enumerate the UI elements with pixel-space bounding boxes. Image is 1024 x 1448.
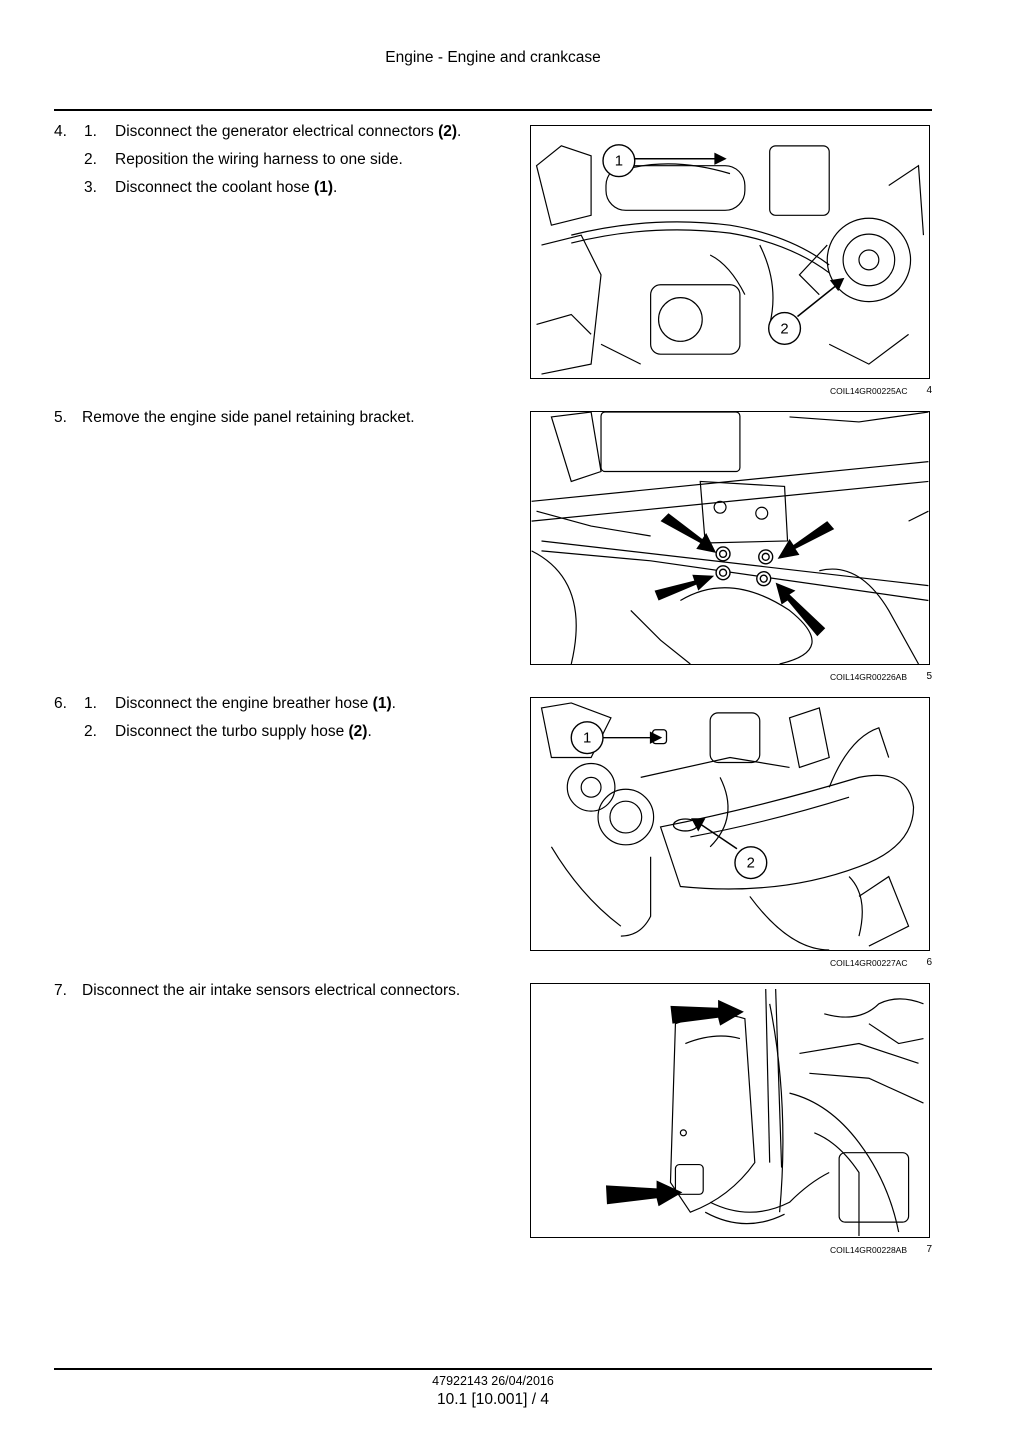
- figure-code: COIL14GR00228AB: [830, 1245, 908, 1255]
- callout-circle: [570, 721, 604, 755]
- substep-number: 2.: [84, 151, 97, 168]
- callout-circle: [767, 311, 802, 345]
- callout-label: 2: [747, 856, 755, 872]
- callout-label: 1: [583, 731, 591, 747]
- figure-number: 4: [926, 385, 932, 396]
- callout-ref: (2): [348, 723, 368, 740]
- substep-number: 3.: [84, 179, 97, 196]
- turbo-illustration: 1 2: [540, 702, 915, 950]
- callout-ref: (2): [438, 123, 458, 140]
- step-text: Disconnect the air intake sensors electr…: [82, 982, 461, 999]
- callout-ref: (1): [314, 179, 333, 196]
- callout-ref: (1): [372, 695, 392, 712]
- step-number: 7.: [54, 982, 67, 999]
- figure-7-air-intake: [530, 983, 930, 1238]
- step-number: 5.: [54, 409, 67, 426]
- figure-number: 5: [926, 671, 932, 682]
- header-divider: [54, 109, 932, 111]
- figure-code: COIL14GR00226AB: [830, 672, 908, 682]
- substep-text: Disconnect the turbo supply hose (2).: [115, 723, 372, 740]
- callout-label: 1: [615, 154, 623, 170]
- figure-5-bracket: [530, 411, 930, 665]
- substep-text: Disconnect the engine breather hose (1).: [115, 695, 396, 712]
- footer-page-reference: 10.1 [10.001] / 4: [436, 1391, 550, 1408]
- substep-text: Disconnect the coolant hose (1).: [115, 179, 338, 196]
- figure-code: COIL14GR00227AC: [830, 958, 908, 968]
- substep-text: Reposition the wiring harness to one sid…: [115, 151, 403, 168]
- figure-4-generator: 1 2: [530, 125, 930, 379]
- callout-circle: [734, 846, 768, 880]
- bracket-illustration: [531, 412, 929, 664]
- substep-number: 1.: [84, 695, 97, 712]
- footer-divider: [54, 1368, 932, 1370]
- substep-number: 1.: [84, 123, 97, 140]
- figure-6-turbo: 1 2: [530, 697, 930, 951]
- pointer-arrows: [605, 999, 744, 1207]
- step-number: 6.: [54, 695, 67, 712]
- callout-circle: [602, 144, 636, 178]
- air-intake-illustration: [605, 988, 924, 1237]
- pointer-arrows: [654, 513, 835, 637]
- step-7: 7. Disconnect the air intake sensors ele…: [54, 977, 514, 1005]
- callout-label: 2: [780, 321, 788, 337]
- step-text: Remove the engine side panel retaining b…: [82, 409, 415, 426]
- step-5: 5. Remove the engine side panel retainin…: [54, 404, 514, 432]
- figure-number: 6: [926, 957, 932, 968]
- footer-document-reference: 47922143 26/04/2016: [432, 1374, 554, 1388]
- page-header-title: Engine - Engine and crankcase: [385, 49, 601, 66]
- step-number: 4.: [54, 123, 67, 140]
- substep-number: 2.: [84, 723, 97, 740]
- step-6: 6. 1. Disconnect the engine breather hos…: [54, 690, 514, 746]
- figure-code: COIL14GR00225AC: [830, 386, 908, 396]
- figure-number: 7: [926, 1244, 932, 1255]
- substep-text: Disconnect the generator electrical conn…: [115, 123, 462, 140]
- generator-illustration: 1 2: [535, 144, 925, 375]
- step-4: 4. 1. Disconnect the generator electrica…: [54, 118, 514, 202]
